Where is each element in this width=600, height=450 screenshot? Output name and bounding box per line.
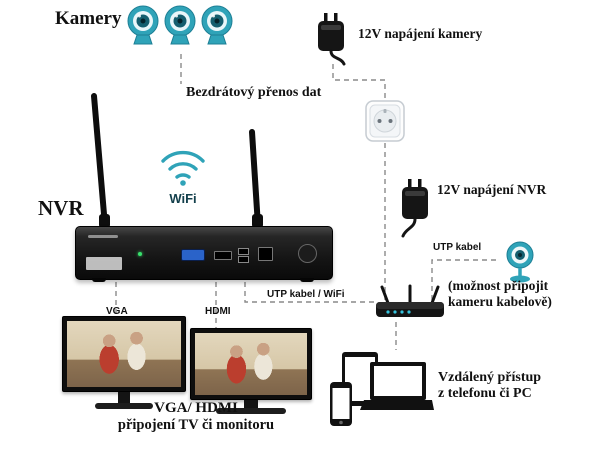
remote-devices-group [328, 348, 434, 433]
tv-connect-line1: VGA/ HDMI [154, 400, 238, 416]
ethernet-port [258, 247, 273, 261]
tv-screen [190, 328, 312, 400]
nvr-sticker [86, 257, 122, 270]
nvr-foot [300, 278, 314, 282]
utp-cable-label: UTP kabel [433, 242, 482, 253]
monitor-stand-base [95, 403, 153, 409]
monitor-stand [118, 392, 130, 403]
nvr-label: NVR [38, 196, 84, 220]
hdmi-port [214, 251, 232, 260]
usb-port [238, 248, 249, 255]
router-icon [374, 284, 446, 327]
remote-access-caption: Vzdálený přístup z telefonu či PC [438, 370, 541, 402]
tv-icon [190, 328, 312, 414]
nvr-power-led [138, 252, 142, 256]
wired-camera-note-line2: kameru kabelově) [448, 294, 552, 309]
tv-photo [195, 333, 307, 395]
nvr-foot [92, 278, 106, 282]
nvr-antennas [91, 93, 263, 229]
tv-stand-base [216, 408, 286, 414]
monitor-photo [67, 321, 181, 387]
nvr-brand-mark [88, 235, 118, 238]
vga-label: VGA [106, 306, 128, 317]
tv-stand [244, 400, 258, 408]
tv-connect-line2: připojení TV či monitoru [117, 417, 275, 433]
utp-cable-wifi-label: UTP kabel / WiFi [267, 289, 345, 300]
remote-access-line1: Vzdálený přístup [438, 370, 542, 385]
nvr-power-button [298, 244, 317, 263]
power-adapter-icon [310, 12, 352, 71]
phone-icon [330, 382, 352, 426]
nvr-power-label: 12V napájení NVR [437, 182, 547, 197]
nvr-device [75, 226, 333, 280]
power-adapter-icon [394, 178, 436, 243]
laptop-icon [360, 362, 434, 410]
wifi-label: WiFi [169, 191, 197, 206]
hdmi-label: HDMI [205, 306, 231, 317]
wifi-icon: WiFi [158, 148, 208, 206]
usb-port [238, 256, 249, 263]
vga-port [181, 249, 205, 261]
cameras-group [126, 4, 234, 53]
wired-camera-icon [498, 240, 542, 291]
camera-power-label: 12V napájení kamery [358, 26, 483, 41]
wireless-transfer-label: Bezdrátový přenos dat [186, 85, 322, 100]
wired-camera-note-line1: (možnost připojit [448, 278, 549, 293]
camera-icon [200, 4, 234, 53]
camera-icon [126, 4, 160, 53]
tv-connect-caption: VGA/ HDMI připojení TV či monitoru [108, 400, 284, 434]
wired-camera-note: (možnost připojit kameru kabelově) [448, 278, 552, 310]
monitor-icon [62, 316, 186, 409]
monitor-screen [62, 316, 186, 392]
remote-access-line2: z telefonu či PC [438, 386, 532, 401]
cameras-group-label: Kamery [55, 8, 122, 29]
camera-icon [163, 4, 197, 53]
wall-socket-icon [365, 100, 405, 147]
